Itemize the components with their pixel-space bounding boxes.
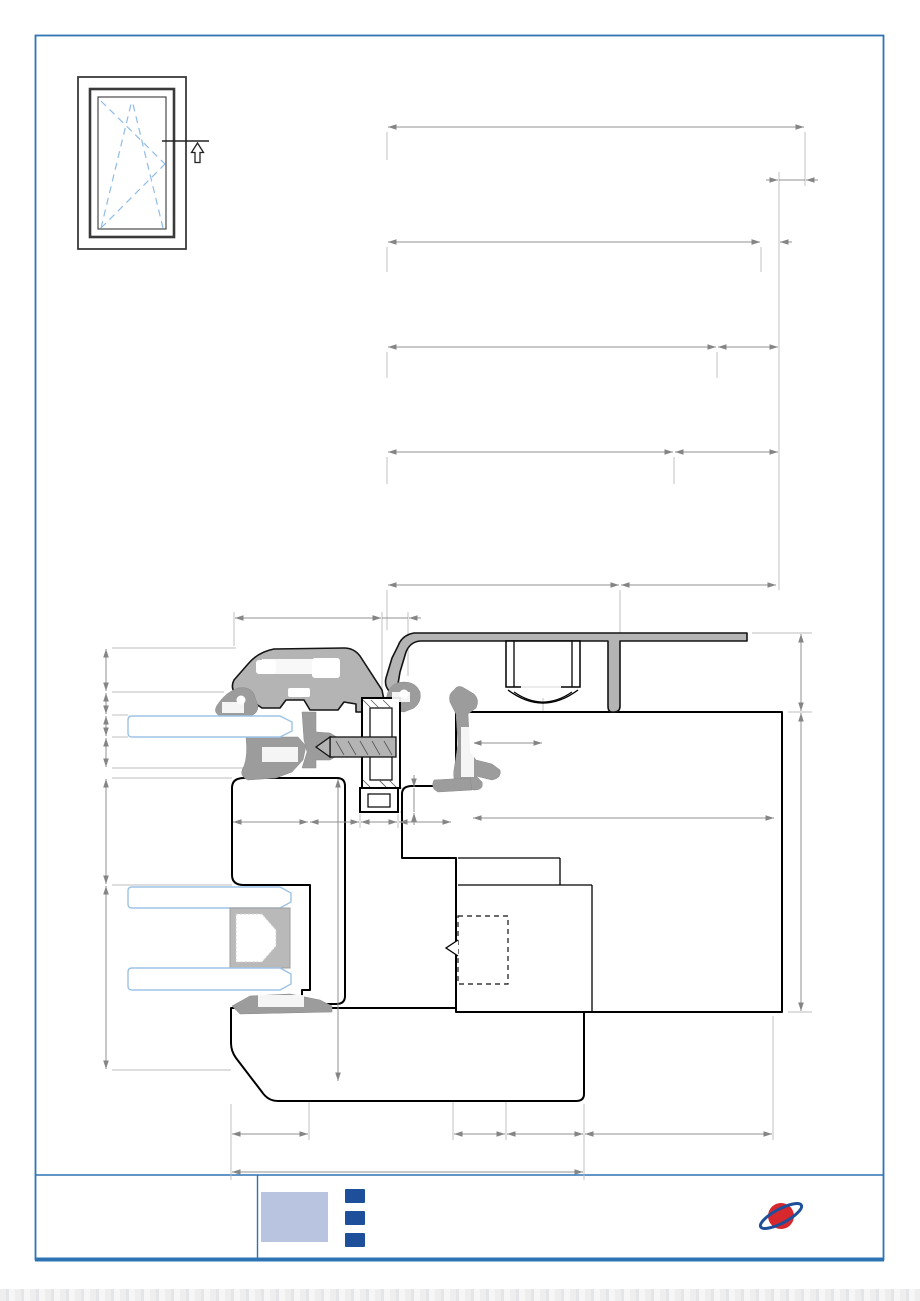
inner-sash-profile [231,777,346,1005]
scale-box [261,1192,328,1242]
planet-ring-icon [758,1202,804,1230]
tilt-turn-symbol [100,99,166,229]
frame-details [444,857,593,1012]
section-cut-marker [162,140,209,164]
component-labels [222,659,561,1007]
page-edge-artifact [0,1289,920,1301]
language-row-de [345,1233,365,1247]
glass-pane-single [127,715,293,738]
screw [314,735,397,759]
title-block [261,1189,804,1247]
lang-badge-de [345,1233,365,1247]
glass-pane-a [127,886,292,909]
dimensions [103,124,818,1175]
coupling-foot [359,787,399,813]
language-row-gb [345,1211,365,1225]
gasket-g115-foot [432,777,473,793]
glass-pane-b [127,967,292,991]
planet-icon [768,1203,794,1229]
lang-badge-gb [345,1211,365,1225]
window-elevation [77,76,209,250]
spacer-core [235,913,277,963]
h5g-bracket [505,640,581,704]
frame-bottom-extension [230,1007,585,1102]
alunova-logo [758,1202,804,1230]
lang-badge-i [345,1189,365,1203]
sill-profile-s54-16 [384,632,748,713]
language-row-it [345,1189,365,1203]
profile-cutout [288,688,310,697]
arrow-up-icon [190,141,205,164]
page-border [34,34,885,1262]
